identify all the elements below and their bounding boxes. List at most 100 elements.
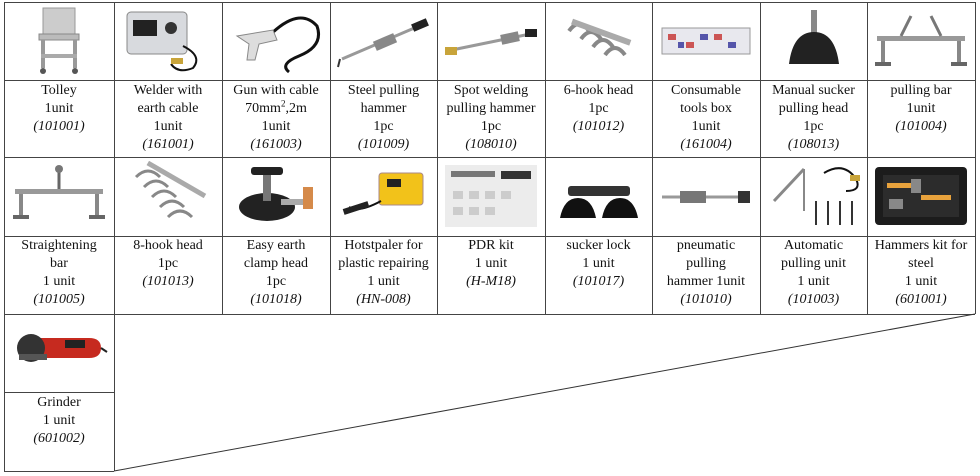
product-code: (101012) xyxy=(572,119,625,134)
product-label-line: 70mm2,2m xyxy=(222,99,330,118)
product-cell: Straightening bar 1 unit (101005) xyxy=(4,157,114,314)
product-label-line: Easy earth xyxy=(246,238,306,253)
product-code: (101005) xyxy=(33,292,85,307)
product-label-line: Gun with cable xyxy=(233,83,319,98)
sucker-head-icon xyxy=(760,2,867,80)
pulling-hammer-icon xyxy=(330,2,437,80)
grid-line-h xyxy=(4,236,975,237)
label-text: 70mm xyxy=(245,101,281,116)
hot-stapler-icon xyxy=(330,157,437,235)
product-label-line: 8-hook head xyxy=(133,238,203,253)
product-label-line: 1 unit xyxy=(474,256,508,271)
product-code: (H-M18) xyxy=(466,274,516,289)
product-label-line: pulling head xyxy=(778,101,849,116)
product-label-line: 1 unit xyxy=(904,274,938,289)
pdr-kit-icon xyxy=(437,157,545,235)
grid-line-h xyxy=(4,314,975,315)
pulling-bar-icon xyxy=(867,2,975,80)
grid-line-h xyxy=(4,392,114,393)
product-label-line: 1unit xyxy=(44,101,74,116)
product-label-line: 1pc xyxy=(373,119,394,134)
product-code: (108013) xyxy=(787,137,840,152)
product-label-line: Hammers kit for xyxy=(874,238,968,253)
product-code: (161003) xyxy=(250,137,302,152)
product-label-line: 1unit xyxy=(261,119,291,134)
product-label-line: Spot welding xyxy=(453,83,529,98)
grid-line-v xyxy=(867,2,868,314)
spot-welding-hammer-icon xyxy=(437,2,545,80)
product-label-line: 1pc xyxy=(803,119,824,134)
diagonal-line xyxy=(113,313,976,472)
product-label-line: pulling bar xyxy=(890,83,952,98)
product-label-line: hammer xyxy=(360,101,407,116)
product-code: (101018) xyxy=(250,292,302,307)
welder-icon xyxy=(114,2,222,80)
grid-line-v xyxy=(114,314,115,471)
product-label-line: 1pc xyxy=(588,101,609,116)
grinder-icon xyxy=(4,314,114,392)
product-label-line: Straightening xyxy=(21,238,97,253)
product-cell: Spot welding pulling hammer 1pc (108010) xyxy=(437,2,545,157)
product-label: Welder with earth cable 1unit (161001) xyxy=(114,82,222,154)
grid-line-v xyxy=(975,2,976,314)
grid-line-h xyxy=(4,80,975,81)
product-label-line: 1 unit xyxy=(42,274,76,289)
grid-line-h xyxy=(4,157,975,158)
product-code: (101017) xyxy=(572,274,625,289)
product-code: (101009) xyxy=(357,137,410,152)
grid-line-v xyxy=(4,2,5,314)
product-label-line: pulling hammer xyxy=(446,101,536,116)
product-code: (161001) xyxy=(142,137,194,152)
product-label: Spot welding pulling hammer 1pc (108010) xyxy=(437,82,545,154)
product-label-line: earth cable xyxy=(137,101,199,116)
product-code: (108010) xyxy=(465,137,517,152)
product-label-line: Consumable xyxy=(671,83,741,98)
eight-hook-head-icon xyxy=(114,157,222,235)
product-code: (HN-008) xyxy=(356,292,411,307)
grid-line-v xyxy=(437,2,438,314)
grid-line-v xyxy=(760,2,761,314)
product-code: (101003) xyxy=(787,292,840,307)
product-label-line: 1unit xyxy=(153,119,183,134)
product-label-line: Hotstpaler for xyxy=(344,238,423,253)
product-label-line: 1 unit xyxy=(582,256,615,271)
product-code: (101004) xyxy=(895,119,947,134)
product-code: (601002) xyxy=(33,431,85,446)
grid-line-v xyxy=(330,2,331,314)
grid-line-v xyxy=(222,2,223,314)
product-label-line: 1pc xyxy=(480,119,502,134)
product-label-line: 1pc xyxy=(157,256,179,271)
label-text: ,2m xyxy=(285,101,307,116)
product-label-line: steel xyxy=(908,256,934,271)
product-label-line: plastic repairing xyxy=(338,256,429,271)
product-label-line: 1pc xyxy=(265,274,287,289)
product-label-line: bar xyxy=(50,256,68,271)
product-label-line: tools box xyxy=(680,101,732,116)
six-hook-head-icon xyxy=(545,2,652,80)
product-label-line: Welder with xyxy=(133,83,203,98)
product-label-line: pneumatic xyxy=(676,238,736,253)
grid-line-v xyxy=(4,314,5,471)
product-label-line: 1unit xyxy=(691,119,721,134)
